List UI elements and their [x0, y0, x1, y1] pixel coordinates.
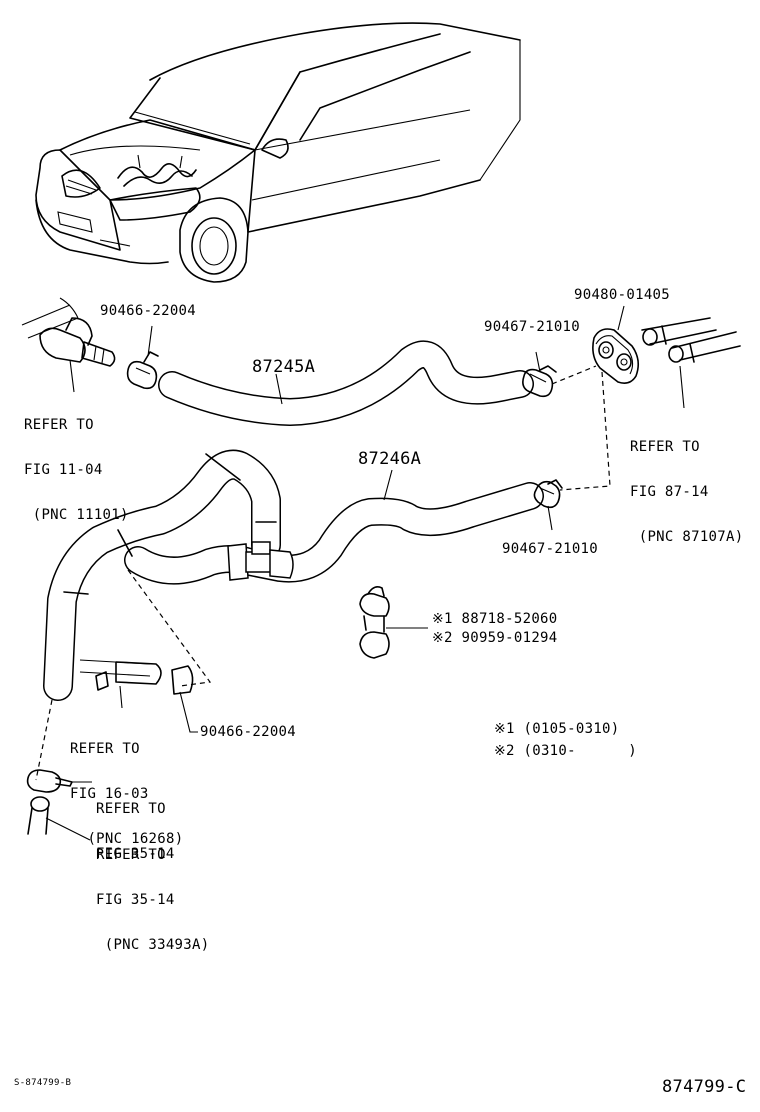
connector-line-clamp [35, 699, 53, 781]
hose-branch-left [43, 449, 281, 701]
ref-line[interactable]: FIG 35-14 [96, 846, 175, 862]
hose-87245A [158, 340, 534, 426]
ref-line: (PNC 11101) [24, 507, 129, 523]
label-90480-01405[interactable]: 90480-01405 [574, 287, 671, 303]
water-outlet-pipe [79, 659, 198, 733]
note-1: ※1 (0105-0310) [494, 721, 620, 737]
note-2: ※2 (0310- ) [494, 743, 637, 759]
ref-fig-35-14-b: REFER TO FIG 35-14 (PNC 33493A) [96, 818, 209, 983]
label-90466-22004-top[interactable]: 90466-22004 [100, 303, 197, 319]
leader-87245A [275, 373, 283, 405]
heater-core-pipes [641, 317, 741, 409]
connector-line-right [559, 371, 611, 491]
double-clamp [359, 586, 428, 659]
ref-line: REFER TO [70, 741, 140, 757]
label-90466-22004-bottom[interactable]: 90466-22004 [200, 724, 297, 740]
grommet-90480 [592, 305, 640, 384]
connector-line-lower [127, 569, 212, 687]
ref-line: (PNC 16268) [70, 831, 184, 847]
ref-line[interactable]: FIG 35-14 [96, 892, 175, 908]
leader-87246A [383, 469, 393, 501]
label-90467-21010-bottom[interactable]: 90467-21010 [502, 541, 599, 557]
clamp-90466-top [126, 325, 159, 390]
ref-line[interactable]: FIG 11-04 [24, 462, 103, 478]
ref-line: (PNC 87107A) [630, 529, 744, 545]
ref-fig-11-04: REFER TO FIG 11-04 (PNC 11101) [24, 388, 129, 553]
heater-valve-fitting [21, 297, 116, 393]
pipe-33493A [27, 796, 91, 841]
ref-fig-16-03: REFER TO FIG 16-03 (PNC 16268) [70, 712, 183, 877]
tee-joint [227, 541, 294, 581]
connector-line-top [551, 365, 597, 385]
ref-line: REFER TO [24, 417, 94, 433]
car-illustration [35, 22, 521, 283]
ref-line: REFER TO [96, 801, 166, 817]
ref-line: REFER TO [96, 847, 166, 863]
ref-fig-87-14: REFER TO FIG 87-14 (PNC 87107A) [630, 410, 743, 575]
ref-line: REFER TO [630, 439, 700, 455]
ref-line[interactable]: FIG 87-14 [630, 484, 709, 500]
ref-line[interactable]: FIG 16-03 [70, 786, 149, 802]
clamp-90467-bottom [533, 479, 563, 531]
label-90467-21010-top[interactable]: 90467-21010 [484, 319, 581, 335]
hose-87246A [124, 482, 544, 585]
label-87246A[interactable]: 87246A [358, 449, 422, 469]
footer-right-code: 874799-C [662, 1077, 747, 1097]
label-90959-01294[interactable]: ※2 90959-01294 [432, 630, 558, 646]
ref-fig-35-14-a: REFER TO FIG 35-14 [96, 772, 175, 892]
ref-line: (PNC 33493A) [96, 937, 210, 953]
label-88718-52060[interactable]: ※1 88718-52060 [432, 611, 558, 627]
footer-left-code: S-874799-B [14, 1078, 72, 1088]
clamp-35-14 [26, 769, 92, 793]
clamp-90467-top [522, 351, 557, 398]
label-87245A[interactable]: 87245A [252, 357, 316, 377]
